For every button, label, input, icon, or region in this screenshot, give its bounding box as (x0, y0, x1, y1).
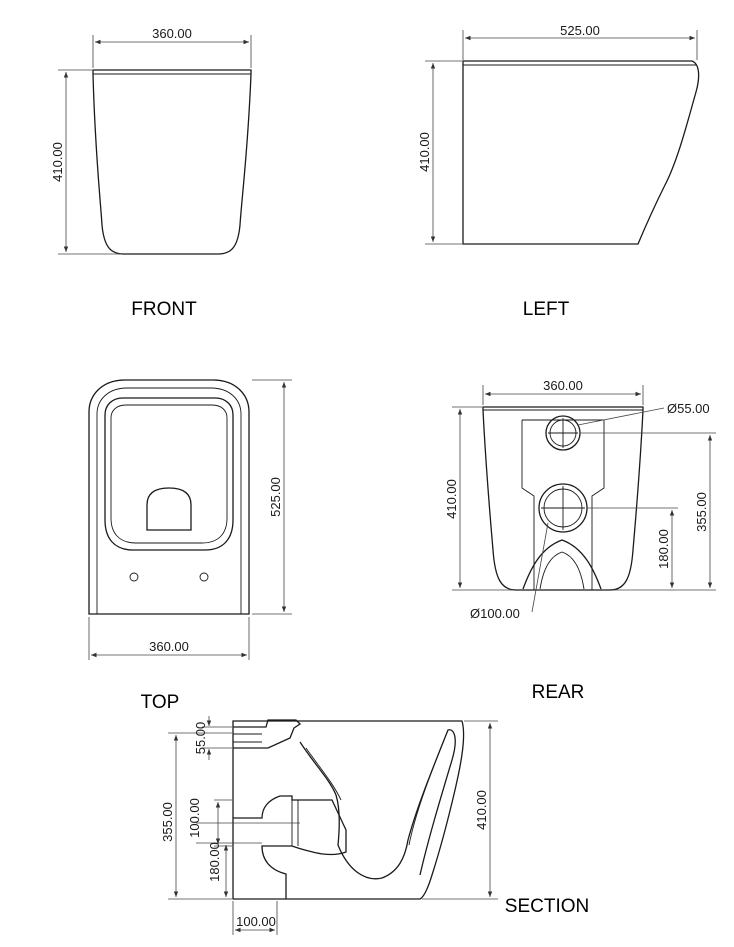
left-view: 525.00 410.00 LEFT (417, 23, 700, 320)
trap-arch (522, 539, 602, 590)
front-width-dim: 360.00 (152, 26, 192, 41)
section-view: 410.00 355.00 55.00 100.00 180.00 100.00… (160, 716, 589, 935)
section-lower-outlet (233, 795, 347, 899)
section-view-label: SECTION (505, 896, 589, 917)
section-outer-body (232, 720, 465, 900)
rear-view: 360.00 410.00 Ø55.00 Ø100.00 355.00 180.… (444, 378, 716, 703)
top-width-dim: 360.00 (149, 639, 189, 654)
front-view: 360.00 410.00 FRONT (50, 26, 252, 320)
top-view-outline (88, 379, 250, 615)
section-upper-outlet-height: 355.00 (160, 802, 175, 842)
section-height-dim: 410.00 (474, 790, 489, 830)
left-view-outline (462, 60, 700, 245)
left-view-label: LEFT (523, 299, 570, 320)
seat-inner (110, 404, 228, 544)
section-upper-outlet-dia: 55.00 (193, 722, 208, 755)
fixing-hole-left (129, 572, 139, 582)
left-width-dim: 525.00 (560, 23, 600, 38)
rear-width-dim: 360.00 (543, 378, 583, 393)
rear-upper-outlet-dia: Ø55.00 (667, 401, 710, 416)
left-height-dim: 410.00 (417, 132, 432, 172)
section-upper-inlet (233, 719, 302, 749)
front-height-dim: 410.00 (50, 142, 65, 182)
section-lower-outlet-dia: 100.00 (187, 798, 202, 838)
front-view-label: FRONT (131, 299, 197, 320)
rear-upper-outlet-height: 355.00 (694, 492, 709, 532)
section-lower-outlet-offset: 100.00 (236, 914, 276, 929)
rear-lower-outlet-height: 180.00 (656, 529, 671, 569)
front-view-outline (92, 69, 252, 255)
top-view-label: TOP (141, 692, 180, 713)
bowl-outlet (146, 487, 192, 531)
rear-height-dim: 410.00 (444, 479, 459, 519)
rear-view-label: REAR (532, 682, 585, 703)
rear-lower-outlet-dia: Ø100.00 (470, 606, 520, 621)
section-lower-outlet-height: 180.00 (207, 842, 222, 882)
fixing-hole-right (199, 572, 209, 582)
rear-recess (521, 419, 605, 590)
section-bowl (299, 729, 456, 880)
seat-outer (104, 397, 234, 551)
top-depth-dim: 525.00 (268, 477, 283, 517)
rear-view-outline (482, 406, 644, 591)
top-view: 525.00 360.00 TOP (88, 379, 292, 713)
